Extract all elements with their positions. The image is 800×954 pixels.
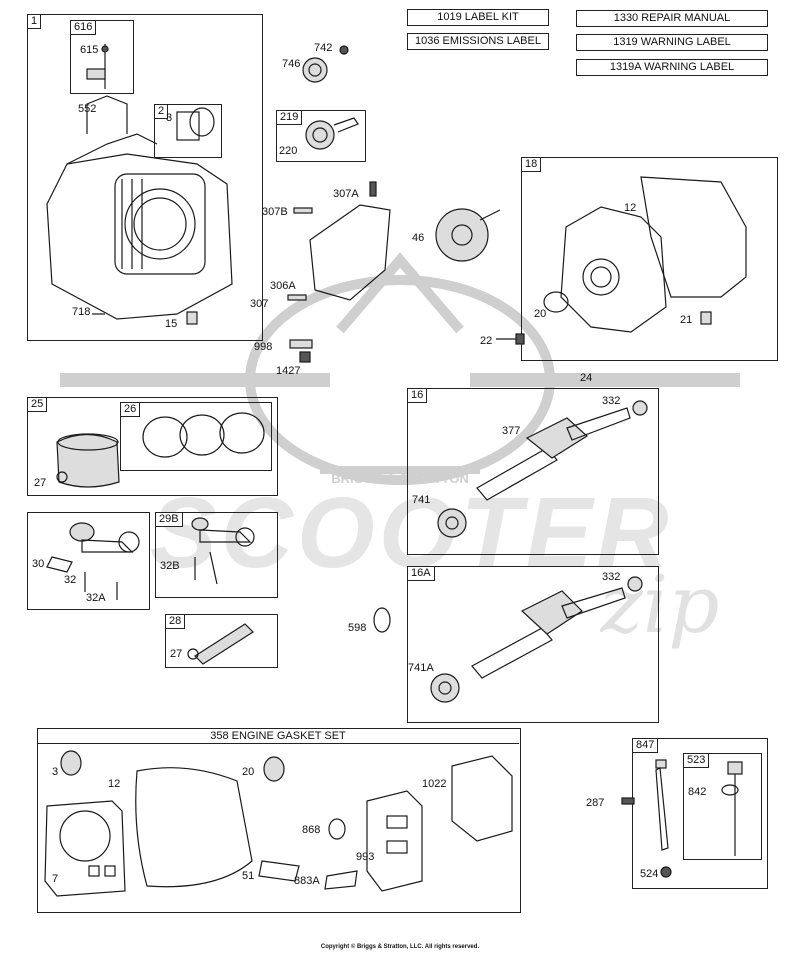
part-287[interactable]: 287 [586,797,605,809]
label-kit-1036[interactable]: 1036 EMISSIONS LABEL [407,33,549,50]
box-26-tag[interactable]: 26 [120,402,141,417]
cover-camshaft-drawing [287,181,501,363]
part-307a[interactable]: 307A [333,188,359,200]
part-307b[interactable]: 307B [262,206,288,218]
gasket-set-drawing [44,750,513,897]
piston-rings-drawing [56,412,265,488]
part-742[interactable]: 742 [314,42,333,54]
part-868[interactable]: 868 [302,824,321,836]
part-30[interactable]: 30 [32,558,45,570]
part-32b[interactable]: 32B [160,560,180,572]
part-32a[interactable]: 32A [86,592,106,604]
part-1427[interactable]: 1427 [276,365,301,377]
box-18-tag[interactable]: 18 [521,157,542,172]
gasket-set-title: 358 ENGINE GASKET SET [210,730,346,742]
box-26 [120,402,272,471]
part-12-cover[interactable]: 12 [624,202,637,214]
label-kit-1019[interactable]: 1019 LABEL KIT [407,9,549,26]
box-1-tag[interactable]: 1 [27,14,42,29]
box-16a-tag[interactable]: 16A [407,566,435,581]
part-332-b[interactable]: 332 [602,571,621,583]
crankshaft-16a-drawing [430,576,643,703]
box-2 [154,104,222,158]
box-28 [165,614,278,668]
part-883a[interactable]: 883A [294,875,320,887]
bolt-22-drawing [496,333,525,345]
box-30 [27,512,150,610]
box-847 [632,738,768,889]
box-219-tag[interactable]: 219 [276,110,303,125]
part-998[interactable]: 998 [254,341,273,353]
part-746[interactable]: 746 [282,58,301,70]
part-377[interactable]: 377 [502,425,521,437]
box-16-tag[interactable]: 16 [407,388,428,403]
box-219 [276,110,366,162]
crankshaft-drawing [437,400,648,538]
box-16a [407,566,659,723]
part-51[interactable]: 51 [242,870,255,882]
watermark-script: zip [600,558,720,651]
part-306a[interactable]: 306A [270,280,296,292]
part-12-gasket[interactable]: 12 [108,778,121,790]
seal-598-drawing [373,607,391,633]
box-25 [27,397,278,496]
part-598[interactable]: 598 [348,622,367,634]
part-7[interactable]: 7 [52,873,59,885]
part-32[interactable]: 32 [64,574,77,586]
box-18 [521,157,778,361]
part-15[interactable]: 15 [165,318,178,330]
part-21[interactable]: 21 [680,314,693,326]
part-332-a[interactable]: 332 [602,395,621,407]
part-718[interactable]: 718 [72,306,91,318]
rod-29b-drawing [191,517,255,585]
part-20-gasket[interactable]: 20 [242,766,255,778]
box-25-tag[interactable]: 25 [27,397,48,412]
part-46[interactable]: 46 [412,232,425,244]
governor-gear-drawing [302,45,349,83]
manual-1330[interactable]: 1330 REPAIR MANUAL [576,10,768,27]
part-741[interactable]: 741 [412,494,431,506]
part-27-piston[interactable]: 27 [34,477,47,489]
box-523 [683,753,762,860]
box-16 [407,388,659,555]
label-1319[interactable]: 1319 WARNING LABEL [576,34,768,51]
box-29b-tag[interactable]: 29B [155,512,183,527]
part-3-gasket[interactable]: 3 [52,766,59,778]
box-28-tag[interactable]: 28 [165,614,186,629]
watermark-brand: BRIGGS & STRATTON [331,471,469,486]
part-27-pin[interactable]: 27 [170,648,183,660]
part-524[interactable]: 524 [640,868,659,880]
part-842[interactable]: 842 [688,786,707,798]
part-22[interactable]: 22 [480,335,493,347]
box-616 [70,20,134,94]
box-2-tag[interactable]: 2 [154,104,169,119]
connecting-rod-drawing [46,522,140,600]
part-993[interactable]: 993 [356,851,375,863]
copyright-notice: Copyright © Briggs & Stratton, LLC. All … [320,944,480,950]
governor-assembly-drawing [305,117,359,150]
label-1319a[interactable]: 1319A WARNING LABEL [576,59,768,76]
part-307[interactable]: 307 [250,298,269,310]
part-24[interactable]: 24 [580,372,593,384]
part-3[interactable]: 3 [166,112,173,124]
part-1022[interactable]: 1022 [422,778,447,790]
crankcase-cover-drawing [543,176,747,333]
box-1 [27,14,263,341]
part-741a[interactable]: 741A [408,662,434,674]
wrist-pin-drawing [187,623,254,665]
box-29b [155,512,278,598]
part-615[interactable]: 615 [80,44,99,56]
part-220[interactable]: 220 [279,145,298,157]
gasket-set-header-line [37,743,519,744]
cylinder-block-drawing [46,44,233,325]
dipstick-drawing [621,759,743,878]
box-523-tag[interactable]: 523 [683,753,710,768]
box-616-tag[interactable]: 616 [70,20,97,35]
box-847-tag[interactable]: 847 [632,738,659,753]
box-gasket-set [37,728,521,913]
part-20-cover[interactable]: 20 [534,308,547,320]
